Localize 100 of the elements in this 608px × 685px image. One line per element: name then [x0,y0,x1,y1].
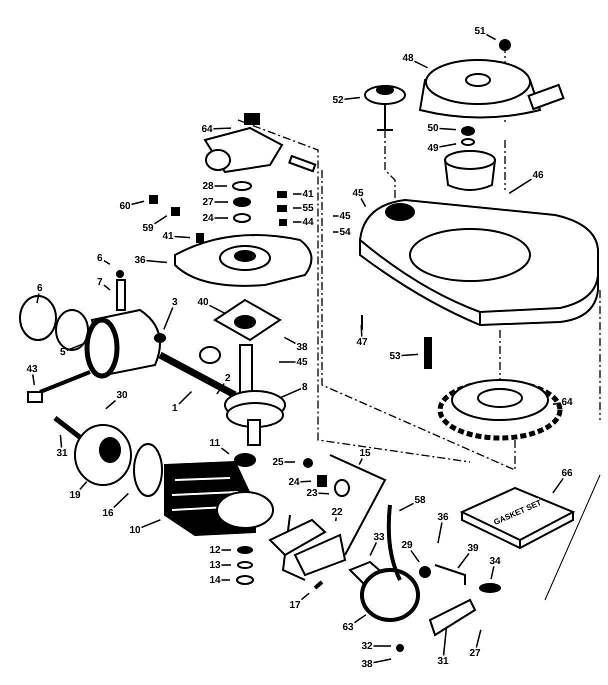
leader-line [457,553,470,568]
callout-number: 5 [59,346,67,358]
leader-line [358,458,363,465]
leader-line [552,478,564,494]
leader-line [333,231,338,233]
leader-line [209,304,226,314]
callout-number: 38 [296,342,309,352]
leader-line [369,542,378,556]
leader-line [213,127,232,130]
leader-line [104,284,111,290]
leader-line [141,519,161,528]
leader-line [178,391,192,405]
callout-number: 45 [296,356,309,368]
leader-line [414,60,428,68]
leader-line [508,178,532,194]
leader-line [32,374,36,386]
leader-line [318,492,330,495]
callout-number: 24 [288,476,301,488]
leader-line [360,198,366,207]
leader-line [437,522,443,544]
callout-number: 15 [358,448,372,458]
callout-number: 44 [302,216,315,228]
leader-line [344,96,360,100]
callout-number: 12 [208,544,222,556]
callout-number: 32 [360,640,374,652]
callout-number: 29 [400,540,414,550]
callout-number: 39 [466,542,480,554]
callout-number: 6 [96,252,104,264]
callout-number: 27 [202,196,215,208]
callout-number: 64 [200,124,214,134]
leader-line [490,566,495,580]
leader-line [333,215,338,217]
callout-number: 2 [224,372,232,384]
leader-line [439,128,456,130]
leader-line [222,579,230,581]
callout-number: 41 [162,230,175,242]
callout-number: 38 [360,658,374,670]
leader-line [36,293,40,304]
leader-line [214,201,228,203]
leader-line [401,354,418,356]
leader-line [374,645,391,647]
callout-number: 33 [372,532,386,542]
callout-number: 7 [96,276,104,288]
callout-number: 14 [208,574,222,586]
callout-number: 36 [436,512,450,522]
leader-line [216,383,225,394]
callout-number: 59 [142,222,155,234]
callout-number: 13 [208,560,222,570]
leader-line [439,143,456,148]
leader-line [293,207,302,209]
callout-number: 60 [118,200,132,212]
callout-number: 52 [332,94,345,106]
callout-number: 11 [208,438,222,448]
callout-number: 55 [302,202,315,214]
callout-number: 6 [36,282,44,294]
leader-line [105,400,116,410]
leader-line [279,388,302,399]
callout-number: 63 [342,622,355,632]
leader-line [373,658,392,664]
callout-number: 16 [102,508,115,518]
leader-line [214,185,227,187]
leader-line [354,614,366,624]
callout-number: 43 [26,364,39,374]
callout-number: 28 [202,180,215,192]
leader-line [442,626,448,656]
leader-line [360,324,362,337]
callout-number: 8 [301,382,309,392]
leader-line [221,447,230,455]
leader-line [146,260,168,264]
callout-number: 45 [352,188,365,198]
callout-number: 49 [426,142,440,154]
callout-number: 40 [196,296,210,308]
leader-line [300,480,312,482]
leader-line [214,217,228,219]
leader-line [279,361,296,363]
callout-number: 23 [306,488,319,498]
callout-number: 58 [414,494,427,506]
leader-line [284,336,296,344]
leader-line [104,260,110,265]
leader-line [293,221,302,223]
callout-number: 54 [338,226,352,238]
callout-number: 17 [288,600,302,610]
callout-number: 31 [436,656,450,666]
callout-number: 22 [330,506,344,518]
callout-number: 25 [272,456,285,468]
callout-number: 41 [302,188,315,200]
leader-line [174,236,190,238]
leader-line [163,307,174,330]
callout-number: 1 [171,402,179,414]
leader-line [131,200,144,206]
leader-line [222,549,231,551]
leader-line [552,402,561,405]
callout-number: 46 [532,170,545,180]
callout-number: 48 [402,52,415,64]
callout-number: 30 [116,390,129,400]
leader-line [66,343,84,352]
leader-line [79,481,88,490]
callout-number: 27 [468,648,482,658]
leader-line [293,193,302,195]
leader-line [222,564,231,566]
